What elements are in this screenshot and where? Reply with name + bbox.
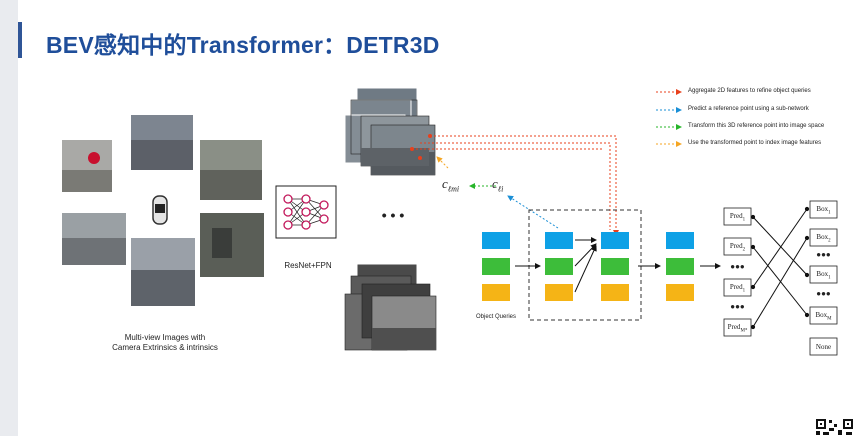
- bipartite-matching-lines: [750, 206, 810, 330]
- prediction-column: [723, 207, 752, 337]
- object-queries-layer-in: [545, 232, 573, 301]
- legend-aggregate: Aggregate 2D features to refine object q…: [688, 88, 811, 94]
- box-label: Box1: [816, 270, 831, 281]
- object-queries-label: Object Queries: [475, 314, 517, 320]
- image-features-stack-top: [344, 87, 436, 176]
- label-c-li: cℓi: [492, 176, 504, 194]
- reference-point-arrow: [507, 195, 559, 229]
- multiview-label: Multi-view Images with Camera Extrinsics…: [112, 333, 218, 352]
- backbone-label: ResNet+FPN: [284, 261, 332, 270]
- slide-left-edge: [0, 0, 18, 436]
- title-accent-bar: [18, 22, 22, 58]
- qr-code: [815, 418, 857, 436]
- pred-ellipsis: ●●●: [730, 302, 745, 311]
- legend-arrows: [656, 89, 682, 147]
- multiview-images: [62, 115, 264, 306]
- pred-label: Pred1: [729, 212, 746, 223]
- box-ellipsis: ●●●: [816, 289, 831, 298]
- object-queries-input: [482, 232, 510, 301]
- legend-index: Use the transformed point to index image…: [688, 140, 822, 146]
- object-queries-layer-out: [601, 232, 629, 301]
- pred-label: Pred1: [729, 283, 746, 294]
- resnet-fpn-icon: [275, 185, 337, 239]
- pred-label: Pred2: [729, 242, 746, 253]
- pred-ellipsis: ●●●: [730, 262, 745, 271]
- box-label: Box2: [816, 233, 831, 244]
- feature-ellipsis: • • •: [381, 207, 405, 223]
- slide-title: BEV感知中的Transformer：DETR3D: [46, 32, 440, 58]
- label-c-lmi: cℓmi: [442, 176, 460, 194]
- box-label: Box1: [816, 205, 831, 216]
- aggregate-feature-arrows: [412, 135, 619, 236]
- groundtruth-column: [809, 200, 838, 356]
- none-label: None: [815, 343, 832, 351]
- box-label: BoxM: [815, 311, 832, 322]
- legend-transform: Transform this 3D reference point into i…: [688, 123, 825, 129]
- image-features-stack-bottom: [344, 263, 437, 351]
- box-ellipsis: ●●●: [816, 250, 831, 259]
- legend-predict: Predict a reference point using a sub-ne…: [688, 106, 809, 112]
- object-queries-output: [666, 232, 694, 301]
- detr3d-layer-box: [528, 209, 642, 321]
- pred-label: PredM*: [727, 323, 748, 334]
